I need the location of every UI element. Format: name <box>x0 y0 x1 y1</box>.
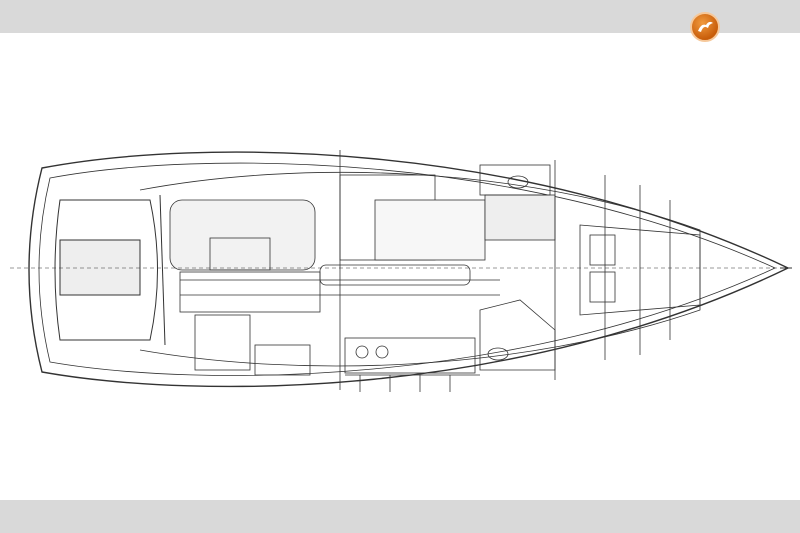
hull-outline <box>28 151 792 388</box>
cockpit <box>54 194 166 346</box>
saloon-and-cabins <box>169 150 701 392</box>
bottom-bar <box>0 500 800 533</box>
top-bar <box>0 0 800 33</box>
bird-logo-icon[interactable] <box>690 12 720 42</box>
